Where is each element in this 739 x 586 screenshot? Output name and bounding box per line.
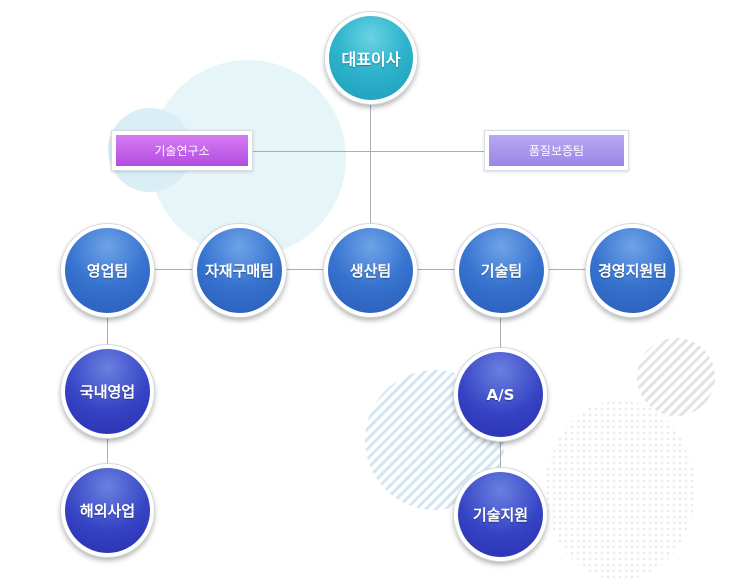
engineering-team-node: 기술팀: [455, 224, 548, 317]
domestic-sales-label: 국내영업: [79, 383, 136, 401]
tech-support-node: 기술지원: [454, 468, 547, 561]
purchasing-team-node: 자재구매팀: [193, 224, 286, 317]
after-service-node: A/S: [454, 348, 547, 441]
lab-label: 기술연구소: [116, 135, 248, 166]
decor-circle-hatched-gray: [637, 338, 715, 416]
overseas-sales-label: 해외사업: [79, 502, 136, 520]
ceo-label: 대표이사: [341, 50, 401, 69]
after-service-label: A/S: [486, 385, 515, 404]
management-team-label: 경영지원팀: [597, 262, 667, 280]
decor-circle-dotted: [545, 400, 695, 580]
qa-box: 품질보증팀: [484, 130, 629, 171]
engineering-team-label: 기술팀: [480, 262, 523, 280]
production-team-label: 생산팀: [349, 262, 392, 280]
ceo-node: 대표이사: [325, 12, 417, 104]
management-team-node: 경영지원팀: [586, 224, 679, 317]
sales-team-node: 영업팀: [61, 224, 154, 317]
qa-label: 품질보증팀: [489, 135, 624, 166]
production-team-node: 생산팀: [324, 224, 417, 317]
domestic-sales-node: 국내영업: [61, 345, 154, 438]
tech-support-label: 기술지원: [472, 506, 529, 524]
sales-team-label: 영업팀: [86, 262, 129, 280]
purchasing-team-label: 자재구매팀: [204, 262, 274, 280]
overseas-sales-node: 해외사업: [61, 464, 154, 557]
lab-box: 기술연구소: [111, 130, 253, 171]
